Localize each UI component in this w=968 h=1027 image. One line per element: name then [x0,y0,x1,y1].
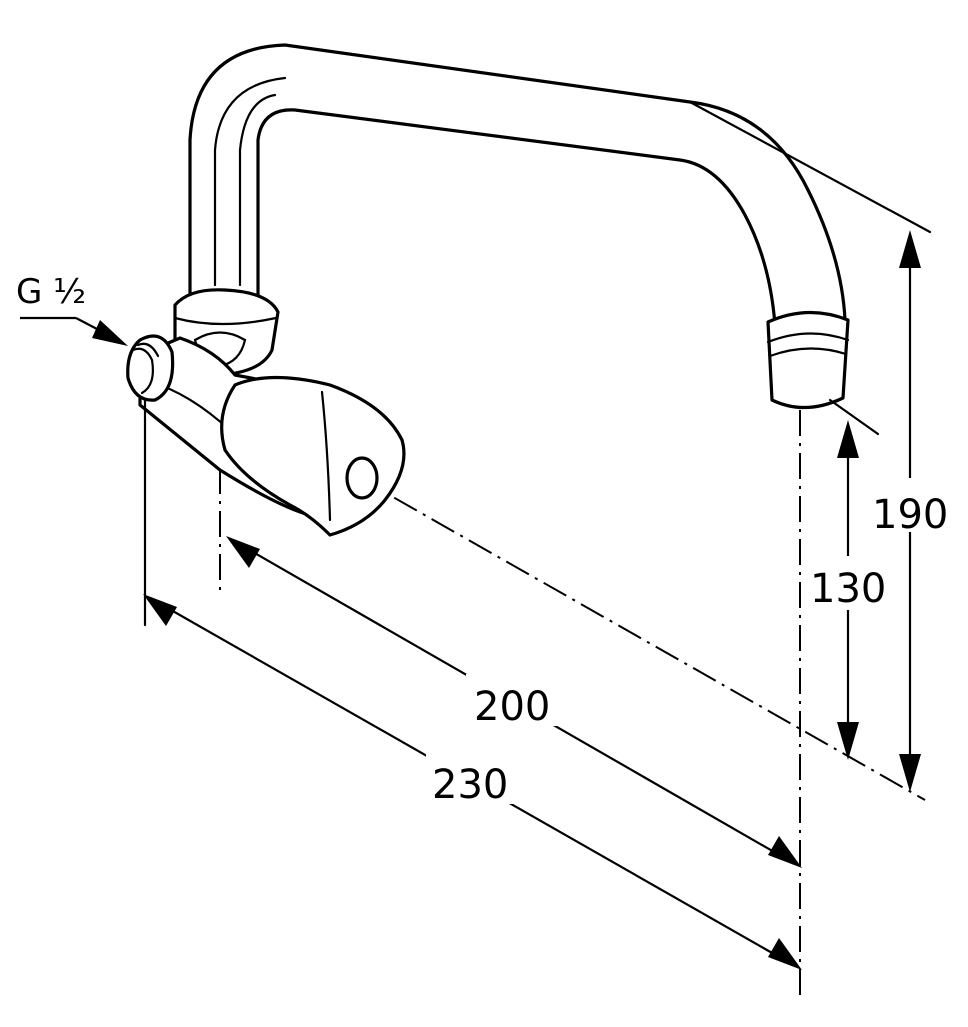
dimension-130: 130 [806,420,894,760]
height-extension-mid [828,398,880,436]
dim-130-arrow-bottom [837,722,859,760]
dim-190-arrow-top [899,230,921,268]
dim-130-label-bg [806,556,894,610]
dim-230-label: 230 [432,762,508,808]
dimension-190: 190 [866,230,954,792]
handle [220,375,406,537]
dimension-230: 230 [143,594,802,970]
dim-200-arrow-right [768,836,802,868]
dim-200-label-bg [466,674,566,726]
dimension-200: 200 [226,536,802,868]
dim-190-label: 190 [872,492,948,538]
dim-190-arrow-bottom [899,754,921,792]
dim-230-label-bg [426,752,526,804]
thread-leader-arrow [92,320,128,346]
dim-230-arrow-right [768,938,802,970]
spout-tube [188,43,932,327]
thread-size-label: G ½ [16,272,86,312]
thread-callout: G ½ [16,272,128,346]
dim-230-arrow-left [143,594,177,626]
dim-200-arrow-left [226,536,260,568]
dim-200-label: 200 [474,684,550,730]
dim-130-label: 130 [810,566,886,612]
threaded-inlet [126,334,175,402]
handle-hole [345,456,379,500]
dim-190-label-bg [866,478,954,532]
dim-130-arrow-top [837,420,859,458]
height-extension-top [688,100,932,234]
aerator [766,310,880,436]
